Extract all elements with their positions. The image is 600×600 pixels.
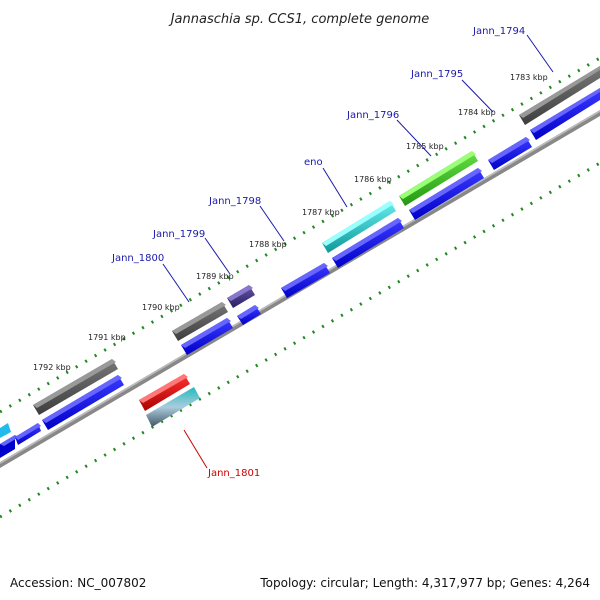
- gene-label-jann-1798[interactable]: Jann_1798: [208, 196, 261, 207]
- reverse-strand-genes: [139, 374, 200, 427]
- gene-label-jann-1795[interactable]: Jann_1795: [410, 69, 463, 80]
- gene-label-jann-1800[interactable]: Jann_1800: [111, 253, 164, 264]
- kbp-label: 1792 kbp: [33, 363, 71, 372]
- gene-label-eno[interactable]: eno: [304, 157, 323, 168]
- gene-reverse-teal[interactable]: [146, 387, 200, 427]
- kbp-label: 1786 kbp: [354, 175, 392, 184]
- kbp-label: 1785 kbp: [406, 142, 444, 151]
- gene-jann-1801[interactable]: [139, 374, 190, 411]
- outer-tick-ring: [0, 56, 600, 414]
- gene-label-jann-1801[interactable]: Jann_1801: [207, 468, 260, 479]
- kbp-label: 1783 kbp: [510, 73, 548, 82]
- map-title: Jannaschia sp. CCS1, complete genome: [168, 12, 430, 27]
- gene-label-jann-1796[interactable]: Jann_1796: [346, 110, 399, 121]
- kbp-scale: 1783 kbp 1784 kbp 1785 kbp 1786 kbp 1787…: [33, 73, 548, 372]
- label-leaders: [162, 34, 554, 469]
- accession-text: Accession: NC_007802: [10, 576, 146, 590]
- kbp-label: 1790 kbp: [142, 303, 180, 312]
- kbp-label: 1784 kbp: [458, 108, 496, 117]
- gene-label-jann-1799[interactable]: Jann_1799: [152, 229, 205, 240]
- genome-summary-text: Topology: circular; Length: 4,317,977 bp…: [259, 576, 590, 590]
- gene-labels: Jann_1794 Jann_1795 Jann_1796 eno Jann_1…: [111, 26, 525, 479]
- gene-forward[interactable]: [0, 423, 11, 438]
- kbp-label: 1788 kbp: [249, 240, 287, 249]
- gene-label-jann-1794[interactable]: Jann_1794: [472, 26, 525, 37]
- upper-lane-genes: [33, 66, 600, 415]
- kbp-label: 1787 kbp: [302, 208, 340, 217]
- kbp-label: 1791 kbp: [88, 333, 126, 342]
- forward-strand-genes: [0, 88, 600, 458]
- kbp-label: 1789 kbp: [196, 272, 234, 281]
